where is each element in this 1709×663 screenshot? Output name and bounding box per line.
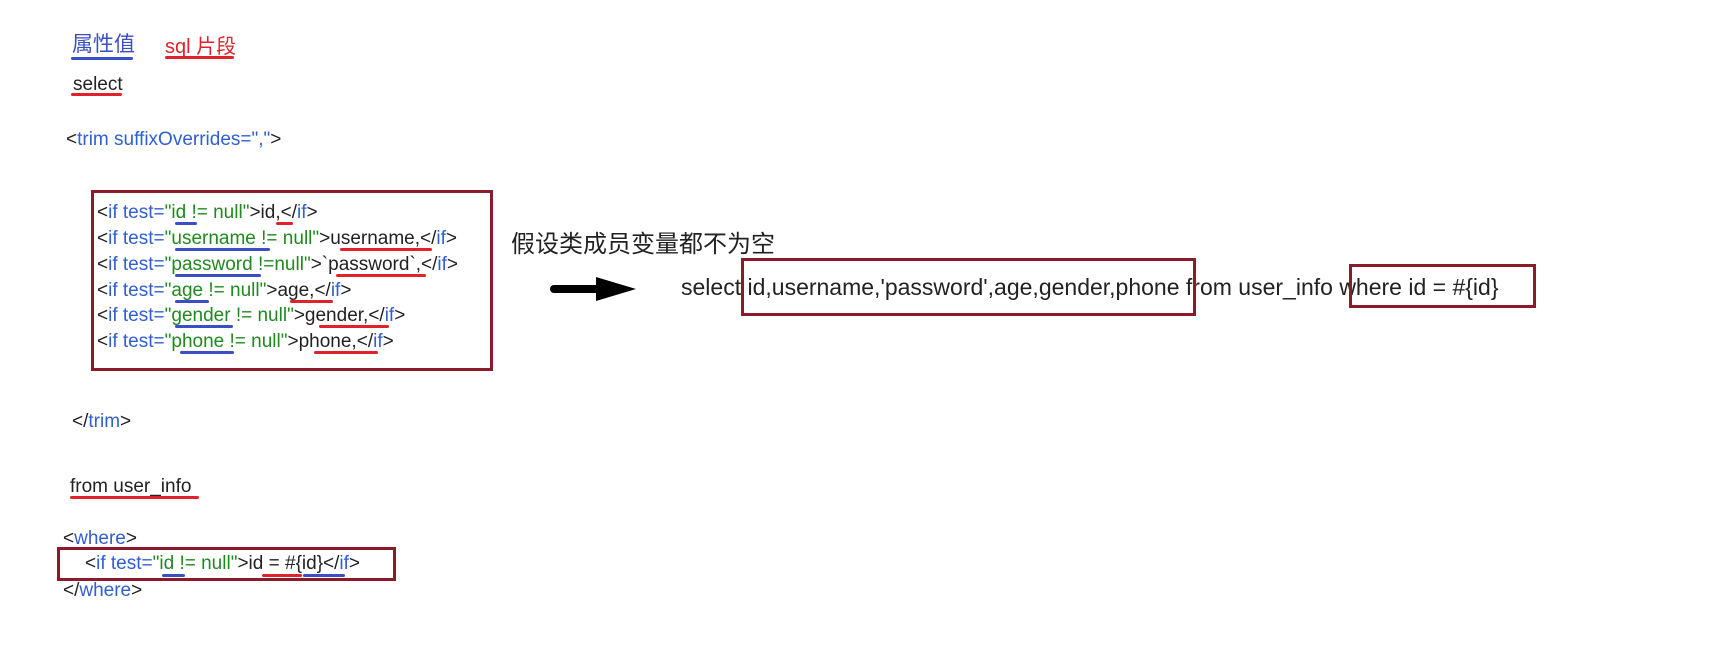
sql-from-underline xyxy=(70,496,199,499)
if-line: <if test="phone != null">phone,</if> xyxy=(97,331,394,352)
if-content-underline xyxy=(314,351,378,354)
if-content-underline xyxy=(290,300,333,303)
if-content-underline xyxy=(319,325,389,328)
if-var-underline xyxy=(175,248,270,251)
right-arrow-icon xyxy=(550,277,636,301)
if-var-underline xyxy=(175,325,233,328)
where-open-line: <where> xyxy=(63,528,137,549)
where-content-underline xyxy=(262,574,302,577)
result-columns-box xyxy=(741,258,1196,316)
if-block-box xyxy=(91,190,493,371)
where-param-underline xyxy=(303,574,345,577)
trim-open-line: <trim suffixOverrides=","> xyxy=(66,129,282,150)
legend-attr-label: 属性值 xyxy=(72,33,135,56)
if-content-underline xyxy=(276,222,293,225)
if-var-underline xyxy=(175,274,261,277)
where-var-underline xyxy=(162,574,185,577)
result-from: from user_info xyxy=(1179,274,1340,300)
result-sql: select id,username,'password',age,gender… xyxy=(681,271,1499,303)
sql-select: select xyxy=(73,74,123,95)
trim-close-line: </trim> xyxy=(72,411,132,432)
legend-sql-underline xyxy=(165,56,234,59)
result-where-box xyxy=(1349,264,1536,308)
where-if-line: <if test="id != null">id = #{id}</if> xyxy=(85,553,361,574)
where-if-box xyxy=(57,547,396,581)
result-prefix: select xyxy=(681,274,748,300)
sql-from: from user_info xyxy=(70,476,192,497)
result-where: where id = #{id} xyxy=(1339,274,1499,300)
if-line: <if test="gender != null">gender,</if> xyxy=(97,305,406,326)
if-var-underline xyxy=(180,351,234,354)
if-var-underline xyxy=(175,300,209,303)
assumption-text: 假设类成员变量都不为空 xyxy=(511,231,775,258)
legend-sql-label: sql 片段 xyxy=(165,36,237,58)
if-content-underline xyxy=(336,274,426,277)
result-columns: id,username,'password',age,gender,phone xyxy=(747,274,1180,300)
if-line: <if test="id != null">id,</if> xyxy=(97,202,318,223)
if-line: <if test="password !=null">`password`,</… xyxy=(97,254,459,275)
where-close-line: </where> xyxy=(63,580,143,601)
sql-select-underline xyxy=(71,93,122,96)
legend-attr-underline xyxy=(71,57,133,60)
if-content-underline xyxy=(340,248,432,251)
if-line: <if test="username != null">username,</i… xyxy=(97,228,458,249)
if-var-underline xyxy=(175,222,197,225)
if-line: <if test="age != null">age,</if> xyxy=(97,280,352,301)
